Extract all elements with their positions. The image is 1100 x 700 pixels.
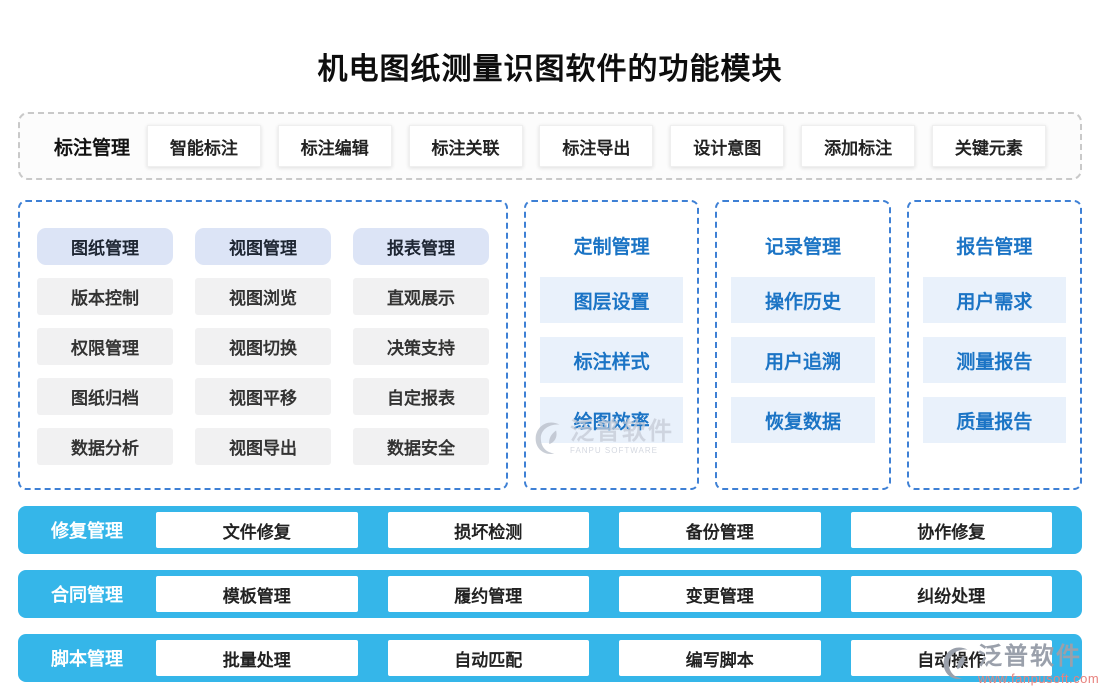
grid-item-visual-display[interactable]: 直观展示	[353, 278, 489, 315]
header-drawing-management[interactable]: 图纸管理	[37, 228, 173, 265]
button-auto-matching[interactable]: 自动匹配	[387, 640, 589, 676]
page-title: 机电图纸测量识图软件的功能模块	[317, 53, 783, 86]
button-performance-management[interactable]: 履约管理	[387, 576, 589, 612]
record-management-title: 记录管理	[764, 237, 841, 258]
grid-item-view-export[interactable]: 视图导出	[195, 428, 331, 465]
button-smart-annotation[interactable]: 智能标注	[146, 125, 261, 167]
item-measurement-report[interactable]: 测量报告	[922, 337, 1066, 383]
script-management-bar: 脚本管理 批量处理 自动匹配 编写脚本 自动操作	[18, 634, 1082, 682]
button-template-management[interactable]: 模板管理	[156, 576, 358, 612]
header-report-management[interactable]: 报表管理	[353, 228, 489, 265]
grid-item-custom-report[interactable]: 自定报表	[353, 378, 489, 415]
button-change-management[interactable]: 变更管理	[619, 576, 821, 612]
item-layer-settings[interactable]: 图层设置	[540, 277, 684, 323]
button-auto-operation[interactable]: 自动操作	[850, 640, 1052, 676]
item-drawing-efficiency[interactable]: 绘图效率	[540, 397, 684, 443]
module-panels-row: 图纸管理 视图管理 报表管理 版本控制 视图浏览 直观展示 权限管理 视图切换 …	[18, 200, 1082, 490]
item-annotation-style[interactable]: 标注样式	[540, 337, 684, 383]
grid-item-view-browse[interactable]: 视图浏览	[195, 278, 331, 315]
item-user-tracing[interactable]: 用户追溯	[731, 337, 875, 383]
item-quality-report[interactable]: 质量报告	[922, 397, 1066, 443]
grid-item-data-analysis[interactable]: 数据分析	[37, 428, 173, 465]
button-dispute-handling[interactable]: 纠纷处理	[850, 576, 1052, 612]
button-annotation-edit[interactable]: 标注编辑	[277, 125, 392, 167]
button-file-repair[interactable]: 文件修复	[156, 512, 358, 548]
button-design-intent[interactable]: 设计意图	[670, 125, 785, 167]
button-annotation-link[interactable]: 标注关联	[408, 125, 523, 167]
grid-item-data-security[interactable]: 数据安全	[353, 428, 489, 465]
annotation-management-panel: 标注管理 智能标注 标注编辑 标注关联 标注导出 设计意图 添加标注 关键元素	[18, 112, 1082, 180]
script-management-label: 脚本管理	[51, 649, 123, 669]
repair-management-bar: 修复管理 文件修复 损坏检测 备份管理 协作修复	[18, 506, 1082, 554]
report-management-panel: 报告管理 用户需求 测量报告 质量报告	[906, 200, 1082, 490]
button-backup-management[interactable]: 备份管理	[619, 512, 821, 548]
custom-management-panel: 定制管理 图层设置 标注样式 绘图效率	[524, 200, 700, 490]
grid-item-decision-support[interactable]: 决策支持	[353, 328, 489, 365]
button-key-elements[interactable]: 关键元素	[931, 125, 1046, 167]
button-damage-detection[interactable]: 损坏检测	[387, 512, 589, 548]
grid-item-view-pan[interactable]: 视图平移	[195, 378, 331, 415]
grid-item-drawing-archive[interactable]: 图纸归档	[37, 378, 173, 415]
drawing-view-report-panel: 图纸管理 视图管理 报表管理 版本控制 视图浏览 直观展示 权限管理 视图切换 …	[18, 200, 508, 490]
report-management-title: 报告管理	[956, 237, 1033, 258]
grid-item-version-control[interactable]: 版本控制	[37, 278, 173, 315]
item-user-requirements[interactable]: 用户需求	[922, 277, 1066, 323]
button-script-writing[interactable]: 编写脚本	[619, 640, 821, 676]
button-add-annotation[interactable]: 添加标注	[801, 125, 916, 167]
item-data-recovery[interactable]: 恢复数据	[731, 397, 875, 443]
record-management-panel: 记录管理 操作历史 用户追溯 恢复数据	[715, 200, 891, 490]
button-collaborative-repair[interactable]: 协作修复	[850, 512, 1052, 548]
contract-management-label: 合同管理	[51, 585, 123, 605]
custom-management-title: 定制管理	[573, 237, 650, 258]
repair-management-label: 修复管理	[51, 521, 123, 541]
button-batch-processing[interactable]: 批量处理	[156, 640, 358, 676]
grid-item-view-switch[interactable]: 视图切换	[195, 328, 331, 365]
grid-item-permission-management[interactable]: 权限管理	[37, 328, 173, 365]
button-annotation-export[interactable]: 标注导出	[539, 125, 654, 167]
contract-management-bar: 合同管理 模板管理 履约管理 变更管理 纠纷处理	[18, 570, 1082, 618]
header-view-management[interactable]: 视图管理	[195, 228, 331, 265]
item-operation-history[interactable]: 操作历史	[731, 277, 875, 323]
annotation-panel-label: 标注管理	[54, 137, 131, 159]
